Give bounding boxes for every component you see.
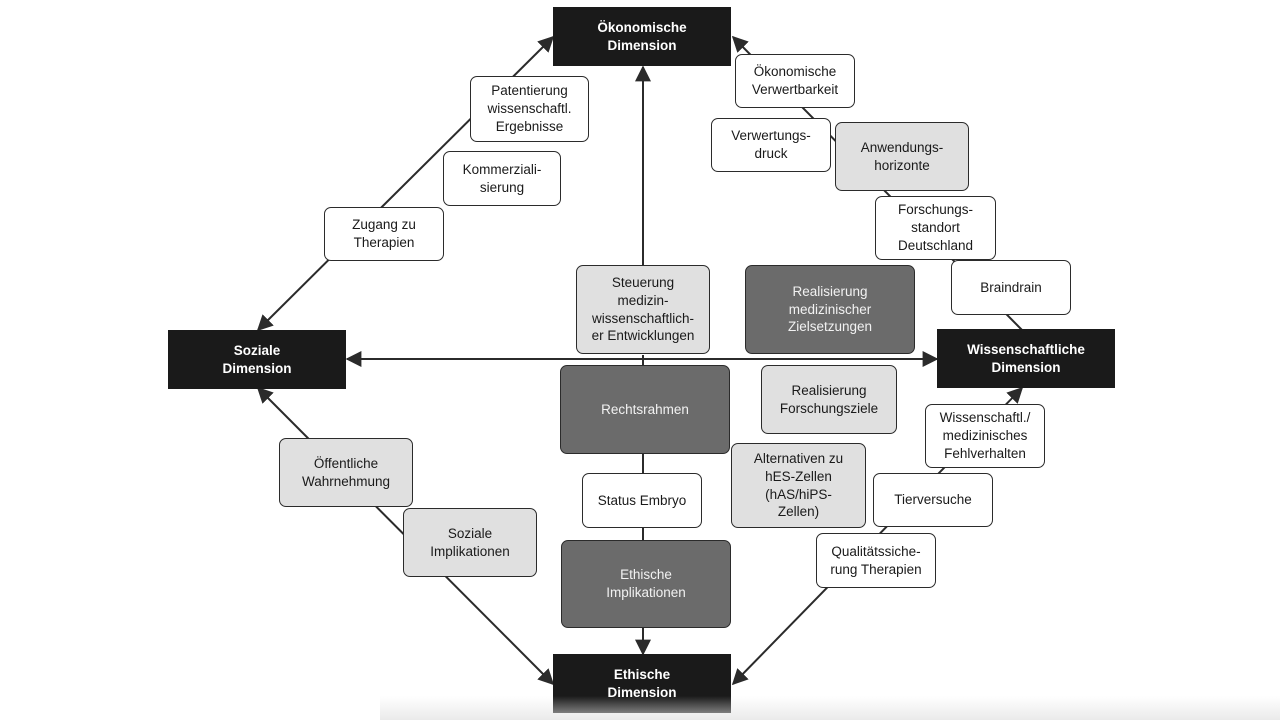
node-oeffentliche-wahrnehmung[interactable]: Öffentliche Wahrnehmung <box>279 438 413 507</box>
node-zugang-therapien[interactable]: Zugang zu Therapien <box>324 207 444 261</box>
economic-dimension[interactable]: Ökonomische Dimension <box>553 7 731 66</box>
bottom-shadow <box>380 696 1280 720</box>
node-braindrain[interactable]: Braindrain <box>951 260 1071 315</box>
node-forschungsstandort[interactable]: Forschungs- standort Deutschland <box>875 196 996 260</box>
node-status-embryo[interactable]: Status Embryo <box>582 473 702 528</box>
node-anwendungshorizonte[interactable]: Anwendungs- horizonte <box>835 122 969 191</box>
node-tierversuche[interactable]: Tierversuche <box>873 473 993 527</box>
social-dimension[interactable]: Soziale Dimension <box>168 330 346 389</box>
node-qualitaetssicherung[interactable]: Qualitätssiche- rung Therapien <box>816 533 936 588</box>
node-steuerung[interactable]: Steuerung medizin- wissenschaftlich- er … <box>576 265 710 354</box>
node-realisierung-medizinisch[interactable]: Realisierung medizinischer Zielsetzungen <box>745 265 915 354</box>
node-soziale-implikationen[interactable]: Soziale Implikationen <box>403 508 537 577</box>
node-kommerzialisierung[interactable]: Kommerziali- sierung <box>443 151 561 206</box>
scientific-dimension[interactable]: Wissenschaftliche Dimension <box>937 329 1115 388</box>
node-fehlverhalten[interactable]: Wissenschaftl./ medizinisches Fehlverhal… <box>925 404 1045 468</box>
node-ethische-implikationen[interactable]: Ethische Implikationen <box>561 540 731 628</box>
node-verwertbarkeit[interactable]: Ökonomische Verwertbarkeit <box>735 54 855 108</box>
node-patentierung[interactable]: Patentierung wissenschaftl. Ergebnisse <box>470 76 589 142</box>
node-rechtsrahmen[interactable]: Rechtsrahmen <box>560 365 730 454</box>
node-realisierung-forschung[interactable]: Realisierung Forschungsziele <box>761 365 897 434</box>
node-alternativen[interactable]: Alternativen zu hES-Zellen (hAS/hiPS- Ze… <box>731 443 866 528</box>
node-verwertungsdruck[interactable]: Verwertungs- druck <box>711 118 831 172</box>
